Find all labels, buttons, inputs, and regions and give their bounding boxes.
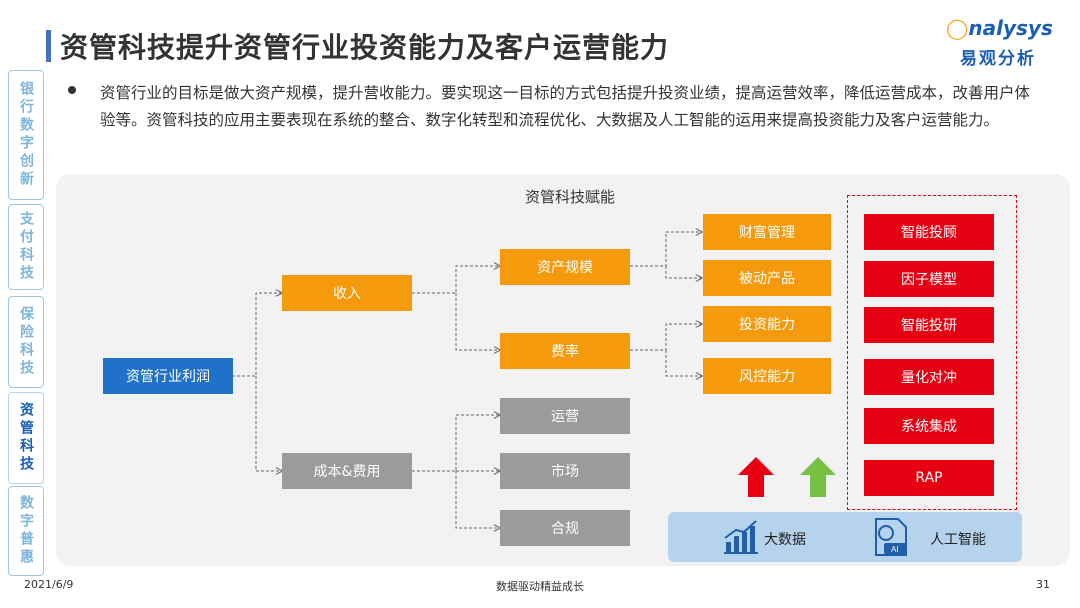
tech-robo-advisor: 智能投顾	[864, 214, 994, 250]
node-compliance: 合规	[500, 510, 630, 546]
ai-label: 人工智能	[930, 532, 986, 548]
footer-slogan: 数据驱动精益成长	[496, 580, 584, 593]
title-accent-bar	[46, 30, 51, 62]
node-aum: 资产规模	[500, 249, 630, 285]
node-market: 市场	[500, 453, 630, 489]
sidebar-item-payment[interactable]: 支付科技	[8, 204, 44, 290]
big-data-icon	[724, 520, 758, 554]
tech-factor-model: 因子模型	[864, 261, 994, 297]
footer-date: 2021/6/9	[24, 578, 74, 591]
analysys-logo: ◯nalysys 易观分析	[946, 16, 1066, 72]
diagram-title: 资管科技赋能	[524, 188, 615, 206]
node-root-profit: 资管行业利润	[103, 358, 233, 394]
node-operations: 运营	[500, 398, 630, 434]
tech-system-integration: 系统集成	[864, 408, 994, 444]
sidebar-item-insurance[interactable]: 保险科技	[8, 296, 44, 388]
green-up-arrow	[800, 457, 836, 497]
node-income: 收入	[282, 275, 412, 311]
node-risk-control: 风控能力	[703, 358, 831, 394]
node-fee: 费率	[500, 333, 630, 369]
page-title: 资管科技提升资管行业投资能力及客户运营能力	[60, 31, 670, 64]
bullet-dot	[68, 86, 76, 94]
node-wealth-mgmt: 财富管理	[703, 214, 831, 250]
tech-rap: RAP	[864, 460, 994, 496]
logo-english: ◯nalysys	[946, 16, 1053, 40]
node-investment-ability: 投资能力	[703, 306, 831, 342]
logo-chinese: 易观分析	[960, 49, 1036, 69]
intro-text: 资管行业的目标是做大资产规模，提升营收能力。要实现这一目标的方式包括提升投资业绩…	[100, 84, 1031, 129]
sidebar-item-asset-mgmt[interactable]: 资管科技	[8, 392, 44, 484]
ai-badge-text: AI	[891, 545, 899, 554]
red-up-arrow	[738, 457, 774, 497]
tech-quant-hedge: 量化对冲	[864, 359, 994, 395]
big-data-label: 大数据	[764, 532, 806, 548]
page-number: 31	[1036, 578, 1050, 591]
ai-icon: AI	[875, 518, 907, 556]
sidebar-item-inclusive[interactable]: 数字普惠	[8, 486, 44, 576]
tech-smart-research: 智能投研	[864, 307, 994, 343]
tech-items-frame	[847, 195, 1017, 510]
node-cost: 成本&费用	[282, 453, 412, 489]
node-passive-products: 被动产品	[703, 260, 831, 296]
sidebar-item-bank[interactable]: 银行数字创新	[8, 70, 44, 200]
enablers-bar: 大数据 AI 人工智能	[668, 512, 1022, 562]
